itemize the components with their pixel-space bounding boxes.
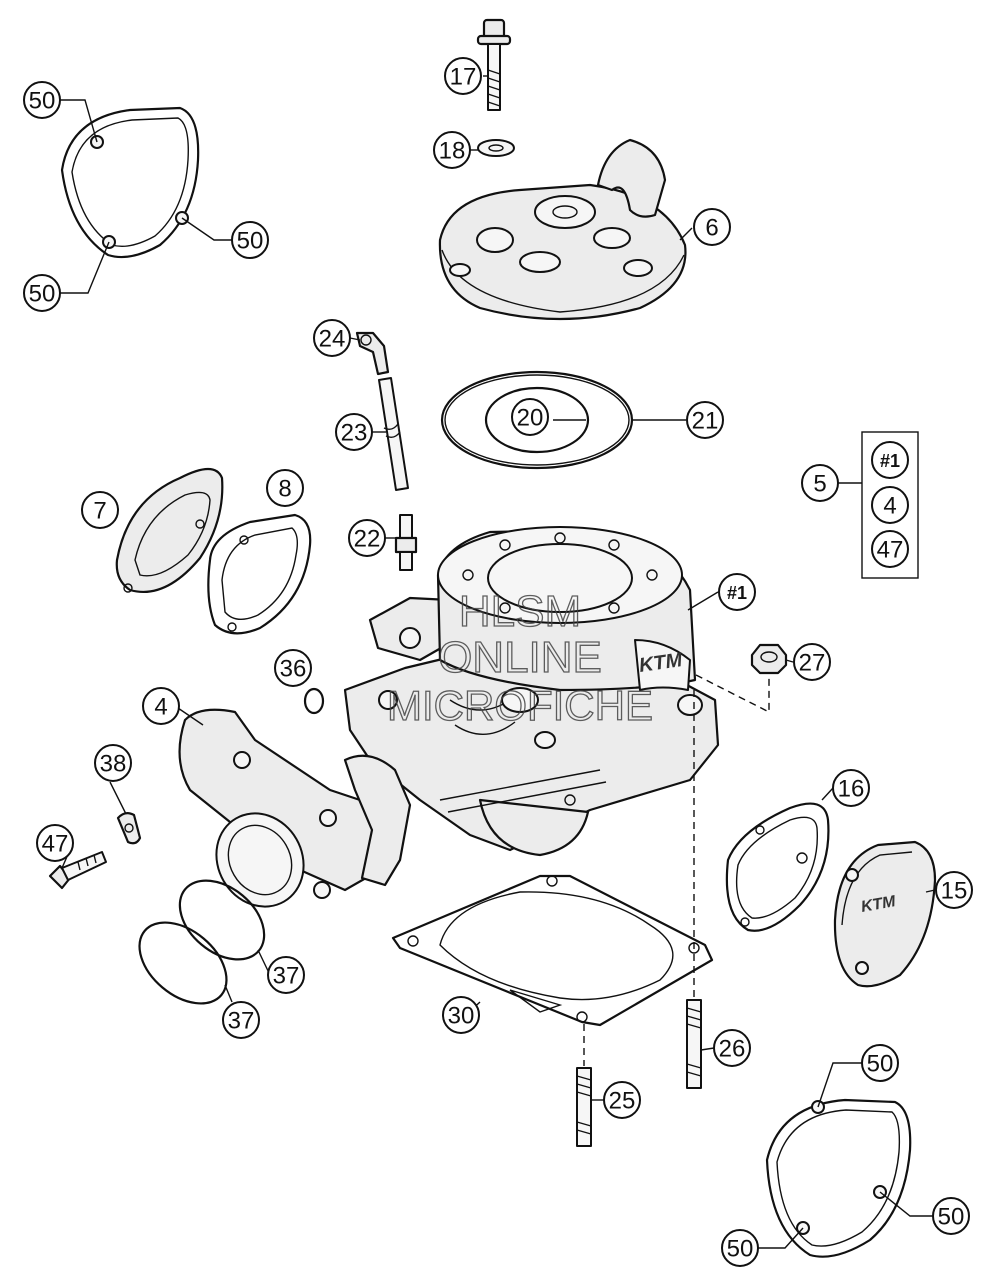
svg-text:20: 20: [517, 405, 544, 432]
kit-item-1: #1: [871, 441, 909, 479]
assembly-line-nut: [695, 674, 770, 714]
part-8-gasket: [207, 513, 312, 635]
callout-36: 36: [274, 649, 312, 687]
part-4-intake-flange: [178, 708, 412, 908]
svg-text:#1: #1: [727, 583, 747, 603]
callout-25: 25: [603, 1081, 641, 1119]
svg-text:22: 22: [354, 526, 381, 553]
part-25-stud: [576, 1067, 592, 1147]
gasket-top-left: [60, 106, 200, 259]
part-16-gasket: [725, 802, 830, 932]
part-38-clip: [116, 811, 142, 845]
svg-text:24: 24: [319, 326, 346, 353]
svg-text:23: 23: [341, 420, 368, 447]
callout-50-bottom-3: 50: [721, 1229, 759, 1267]
callout-22: 22: [348, 519, 386, 557]
svg-text:HLSM: HLSM: [459, 587, 581, 636]
svg-text:50: 50: [727, 1236, 754, 1263]
callout-15: 15: [935, 871, 973, 909]
part-20-inner-o-ring: [484, 386, 590, 454]
callout-7: 7: [81, 491, 119, 529]
svg-text:17: 17: [450, 64, 477, 91]
svg-text:50: 50: [237, 228, 264, 255]
callout-50-top-3: 50: [23, 274, 61, 312]
callout-38: 38: [94, 744, 132, 782]
svg-text:18: 18: [439, 138, 466, 165]
svg-text:KTM: KTM: [860, 893, 898, 916]
svg-text:7: 7: [93, 498, 106, 525]
callout-47: 47: [36, 824, 74, 862]
part-17-bolt: [476, 18, 512, 111]
svg-text:47: 47: [877, 537, 904, 564]
svg-text:5: 5: [813, 471, 826, 498]
svg-text:8: 8: [278, 476, 291, 503]
callout-37-upper: 37: [267, 956, 305, 994]
callout-17: 17: [444, 57, 482, 95]
svg-text:50: 50: [29, 281, 56, 308]
svg-text:30: 30: [448, 1003, 475, 1030]
part-6-cylinder-head: [438, 138, 687, 321]
part-22-nipple: [394, 514, 418, 571]
callout-6: 6: [693, 208, 731, 246]
svg-text:37: 37: [228, 1008, 255, 1035]
svg-text:27: 27: [799, 650, 826, 677]
gasket-bottom-right: [765, 1098, 912, 1258]
callout-50-top-1: 50: [23, 81, 61, 119]
part-1-cylinder: KTM: [343, 526, 720, 857]
svg-text:ONLINE: ONLINE: [438, 633, 602, 682]
part-15-cover: KTM: [833, 840, 937, 988]
part-30-base-gasket: [391, 874, 714, 1027]
callout-50-bottom-1: 50: [861, 1044, 899, 1082]
part-37-o-ring-lower: [138, 921, 228, 1005]
callout-23: 23: [335, 413, 373, 451]
kit-item-47: 47: [871, 530, 909, 568]
svg-text:4: 4: [154, 694, 167, 721]
callout-50-top-2: 50: [231, 221, 269, 259]
callout-16: 16: [832, 769, 870, 807]
kit-item-4: 4: [871, 486, 909, 524]
part-7-exhaust-cover: [115, 467, 224, 594]
callout-30: 30: [442, 996, 480, 1034]
callout-18: 18: [433, 131, 471, 169]
svg-text:50: 50: [938, 1204, 965, 1231]
svg-text:25: 25: [609, 1088, 636, 1115]
watermark: HLSM ONLINE MICROFICHE: [386, 586, 653, 729]
callout-4: 4: [142, 687, 180, 725]
svg-text:50: 50: [867, 1051, 894, 1078]
part-18-washer: [477, 139, 515, 157]
part-27-nut: [750, 643, 788, 675]
svg-text:15: 15: [941, 878, 968, 905]
leader-lines: [60, 75, 936, 1249]
part-26-stud: [686, 999, 702, 1089]
callout-26: 26: [713, 1029, 751, 1067]
part-47-screw: [48, 851, 107, 890]
svg-text:36: 36: [280, 656, 307, 683]
svg-text:#1: #1: [880, 451, 900, 471]
callout-20: 20: [511, 398, 549, 436]
part-36-small-o-ring: [303, 687, 325, 715]
callout-5: 5: [801, 464, 839, 502]
svg-text:16: 16: [838, 776, 865, 803]
svg-text:4: 4: [883, 493, 896, 520]
part-24-elbow-fitting: [355, 331, 390, 376]
callout-37-lower: 37: [222, 1001, 260, 1039]
callout-27: 27: [793, 643, 831, 681]
svg-text:6: 6: [705, 215, 718, 242]
callout-21: 21: [686, 401, 724, 439]
callout-50-bottom-2: 50: [932, 1197, 970, 1235]
svg-text:47: 47: [42, 831, 69, 858]
svg-text:37: 37: [273, 963, 300, 990]
svg-text:21: 21: [692, 408, 719, 435]
callout-1: #1: [718, 573, 756, 611]
svg-text:MICROFICHE: MICROFICHE: [387, 682, 653, 729]
callout-8: 8: [266, 469, 304, 507]
kit-box-5: [838, 431, 919, 579]
svg-text:26: 26: [719, 1036, 746, 1063]
svg-text:50: 50: [29, 88, 56, 115]
callout-24: 24: [313, 319, 351, 357]
part-23-hose: [378, 377, 409, 491]
svg-text:38: 38: [100, 751, 127, 778]
